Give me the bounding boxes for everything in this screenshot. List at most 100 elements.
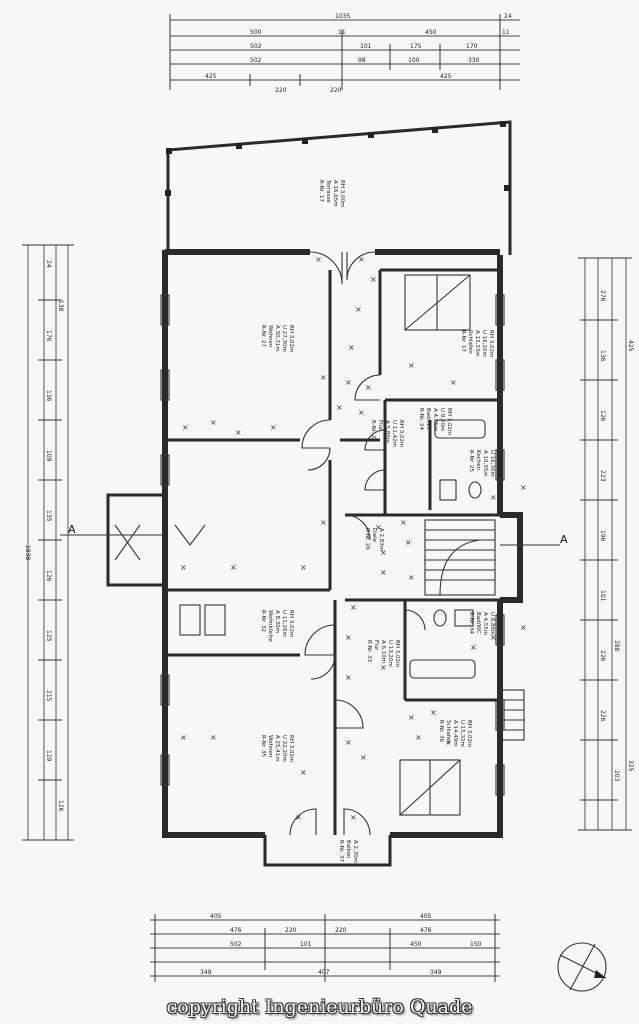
bottom-dim-3a: 502 — [230, 941, 242, 948]
left-dim-7: 125 — [45, 630, 52, 642]
windows — [160, 294, 505, 796]
svg-text:U 13,20m: U 13,20m — [387, 640, 393, 667]
section-marker-right: A — [560, 533, 568, 546]
bottom-dim-3b: 101 — [300, 941, 312, 948]
svg-text:RH 3,02m: RH 3,02m — [496, 450, 502, 477]
svg-text:×: × — [358, 255, 365, 264]
svg-text:RH 3,02m: RH 3,02m — [288, 325, 294, 352]
svg-text:×: × — [490, 633, 497, 642]
svg-text:R-Nr. 25: R-Nr. 25 — [468, 450, 474, 472]
room-labels: R-Nr. 17 Terrasse A 16,65m RH 3,00m R-Nr… — [260, 179, 502, 863]
door-swings — [174, 251, 426, 836]
right-dim-12: 325 — [627, 760, 634, 772]
right-dim-5: 223 — [599, 470, 606, 482]
svg-text:×: × — [300, 768, 307, 777]
bottom-dim-3c: 450 — [410, 941, 422, 948]
svg-text:×: × — [415, 733, 422, 742]
svg-text:R-Nr. 27: R-Nr. 27 — [260, 325, 266, 347]
svg-text:R-Nr. 17: R-Nr. 17 — [460, 330, 466, 352]
right-dim-7: 101 — [599, 590, 606, 602]
svg-text:×: × — [315, 255, 322, 264]
room-label-bad-bottom: R-Nr. 34 Bad/WC A 4,55m U 8,86m RH 3,02m — [468, 612, 502, 639]
room-label-kochen: R-Nr. 25 Kochen A 10,35m U 16,30m RH 3,0… — [468, 450, 502, 477]
svg-text:Bad/WC: Bad/WC — [475, 612, 481, 634]
svg-text:Diele: Diele — [371, 528, 377, 543]
top-dim-2b: 11 — [338, 29, 346, 36]
svg-text:×: × — [360, 753, 367, 762]
top-dim-4c: 100 — [408, 57, 420, 64]
left-dim-5: 135 — [45, 510, 52, 522]
room-label-wohnen-sw: R-Nr. 35 Wohnen A 25,41m U 22,20m RH 3,0… — [260, 735, 294, 762]
svg-text:R-Nr. 17: R-Nr. 17 — [318, 180, 324, 202]
svg-text:R-Nr. 35: R-Nr. 35 — [260, 735, 266, 757]
svg-text:R-Nr. 26: R-Nr. 26 — [364, 528, 370, 550]
terrace-columns — [165, 121, 510, 196]
right-dim-9: 226 — [599, 650, 606, 662]
svg-text:×: × — [520, 623, 527, 632]
section-marker-left: A — [68, 523, 76, 536]
bottom-dim-2b: 220 — [285, 927, 297, 934]
svg-text:A 13,33m: A 13,33m — [474, 330, 480, 357]
top-dim-5c: 220 — [330, 87, 342, 94]
svg-text:U 16,30m: U 16,30m — [489, 450, 495, 477]
room-label-terrace: R-Nr. 17 Terrasse A 16,65m RH 3,00m — [318, 179, 345, 207]
svg-text:×: × — [408, 573, 415, 582]
svg-text:A 16,65m: A 16,65m — [332, 180, 338, 207]
svg-text:Terrasse: Terrasse — [325, 179, 331, 203]
bottom-dim-4a: 349 — [200, 969, 212, 976]
svg-text:×: × — [408, 361, 415, 370]
top-dim-5b: 220 — [275, 87, 287, 94]
svg-text:R-Nr. 23: R-Nr. 23 — [370, 420, 376, 442]
svg-text:A 2,30m: A 2,30m — [352, 840, 358, 863]
right-dim-3: 136 — [599, 350, 606, 362]
svg-text:R-Nr. 34: R-Nr. 34 — [468, 612, 474, 634]
svg-text:Wohnküche: Wohnküche — [267, 610, 273, 642]
svg-text:×: × — [430, 708, 437, 717]
section-line: A A — [60, 523, 568, 546]
svg-text:×: × — [182, 423, 189, 432]
svg-text:×: × — [180, 733, 187, 742]
svg-text:R-Nr. 24: R-Nr. 24 — [418, 408, 424, 430]
svg-text:Flur: Flur — [377, 420, 383, 431]
bottom-dimension-chain: 405 405 476 220 220 476 502 101 450 150 … — [150, 913, 500, 982]
left-dim-11: 126 — [57, 800, 64, 812]
svg-text:Kochen: Kochen — [475, 450, 481, 471]
svg-text:×: × — [300, 563, 307, 572]
svg-text:U 15,32m: U 15,32m — [459, 720, 465, 747]
right-dim-11: 203 — [613, 770, 620, 782]
exterior-walls — [106, 120, 523, 867]
svg-text:×: × — [400, 518, 407, 527]
top-dim-5d: 425 — [440, 73, 452, 80]
svg-text:RH 3,00m: RH 3,00m — [339, 180, 345, 207]
svg-text:×: × — [345, 633, 352, 642]
svg-text:Wohnen: Wohnen — [267, 735, 273, 758]
top-dim-2a: 500 — [250, 29, 262, 36]
left-dim-2: 176 — [45, 330, 52, 342]
room-label-schlafen-se: R-Nr. 36 Schlafen A 14,49m U 15,32m RH 3… — [438, 720, 472, 747]
room-label-flur-bottom: R-Nr. 33 Flur A 6,10m U 13,20m RH 3,02m — [366, 640, 400, 667]
svg-text:×: × — [320, 373, 327, 382]
svg-text:A 2,83m: A 2,83m — [378, 528, 384, 551]
bottom-dim-1a: 405 — [210, 913, 222, 920]
svg-text:×: × — [350, 813, 357, 822]
svg-text:×: × — [270, 423, 277, 432]
svg-text:Balkon: Balkon — [345, 840, 351, 859]
svg-text:×: × — [230, 563, 237, 572]
svg-text:A 30,31m: A 30,31m — [274, 325, 280, 352]
svg-text:×: × — [405, 538, 412, 547]
svg-text:×: × — [490, 493, 497, 502]
svg-text:Wohnen: Wohnen — [267, 325, 273, 348]
right-dim-4: 126 — [599, 410, 606, 422]
svg-text:×: × — [358, 408, 365, 417]
interior-walls — [165, 268, 500, 835]
svg-text:×: × — [365, 383, 372, 392]
svg-text:U 9,20m: U 9,20m — [439, 408, 445, 431]
svg-text:×: × — [355, 305, 362, 314]
svg-text:A 6,10m: A 6,10m — [380, 640, 386, 663]
svg-text:×: × — [370, 275, 377, 284]
svg-text:Schlafen: Schlafen — [445, 720, 451, 744]
svg-text:×: × — [445, 738, 452, 747]
svg-text:×: × — [450, 378, 457, 387]
bottom-dim-4b: 407 — [318, 969, 330, 976]
